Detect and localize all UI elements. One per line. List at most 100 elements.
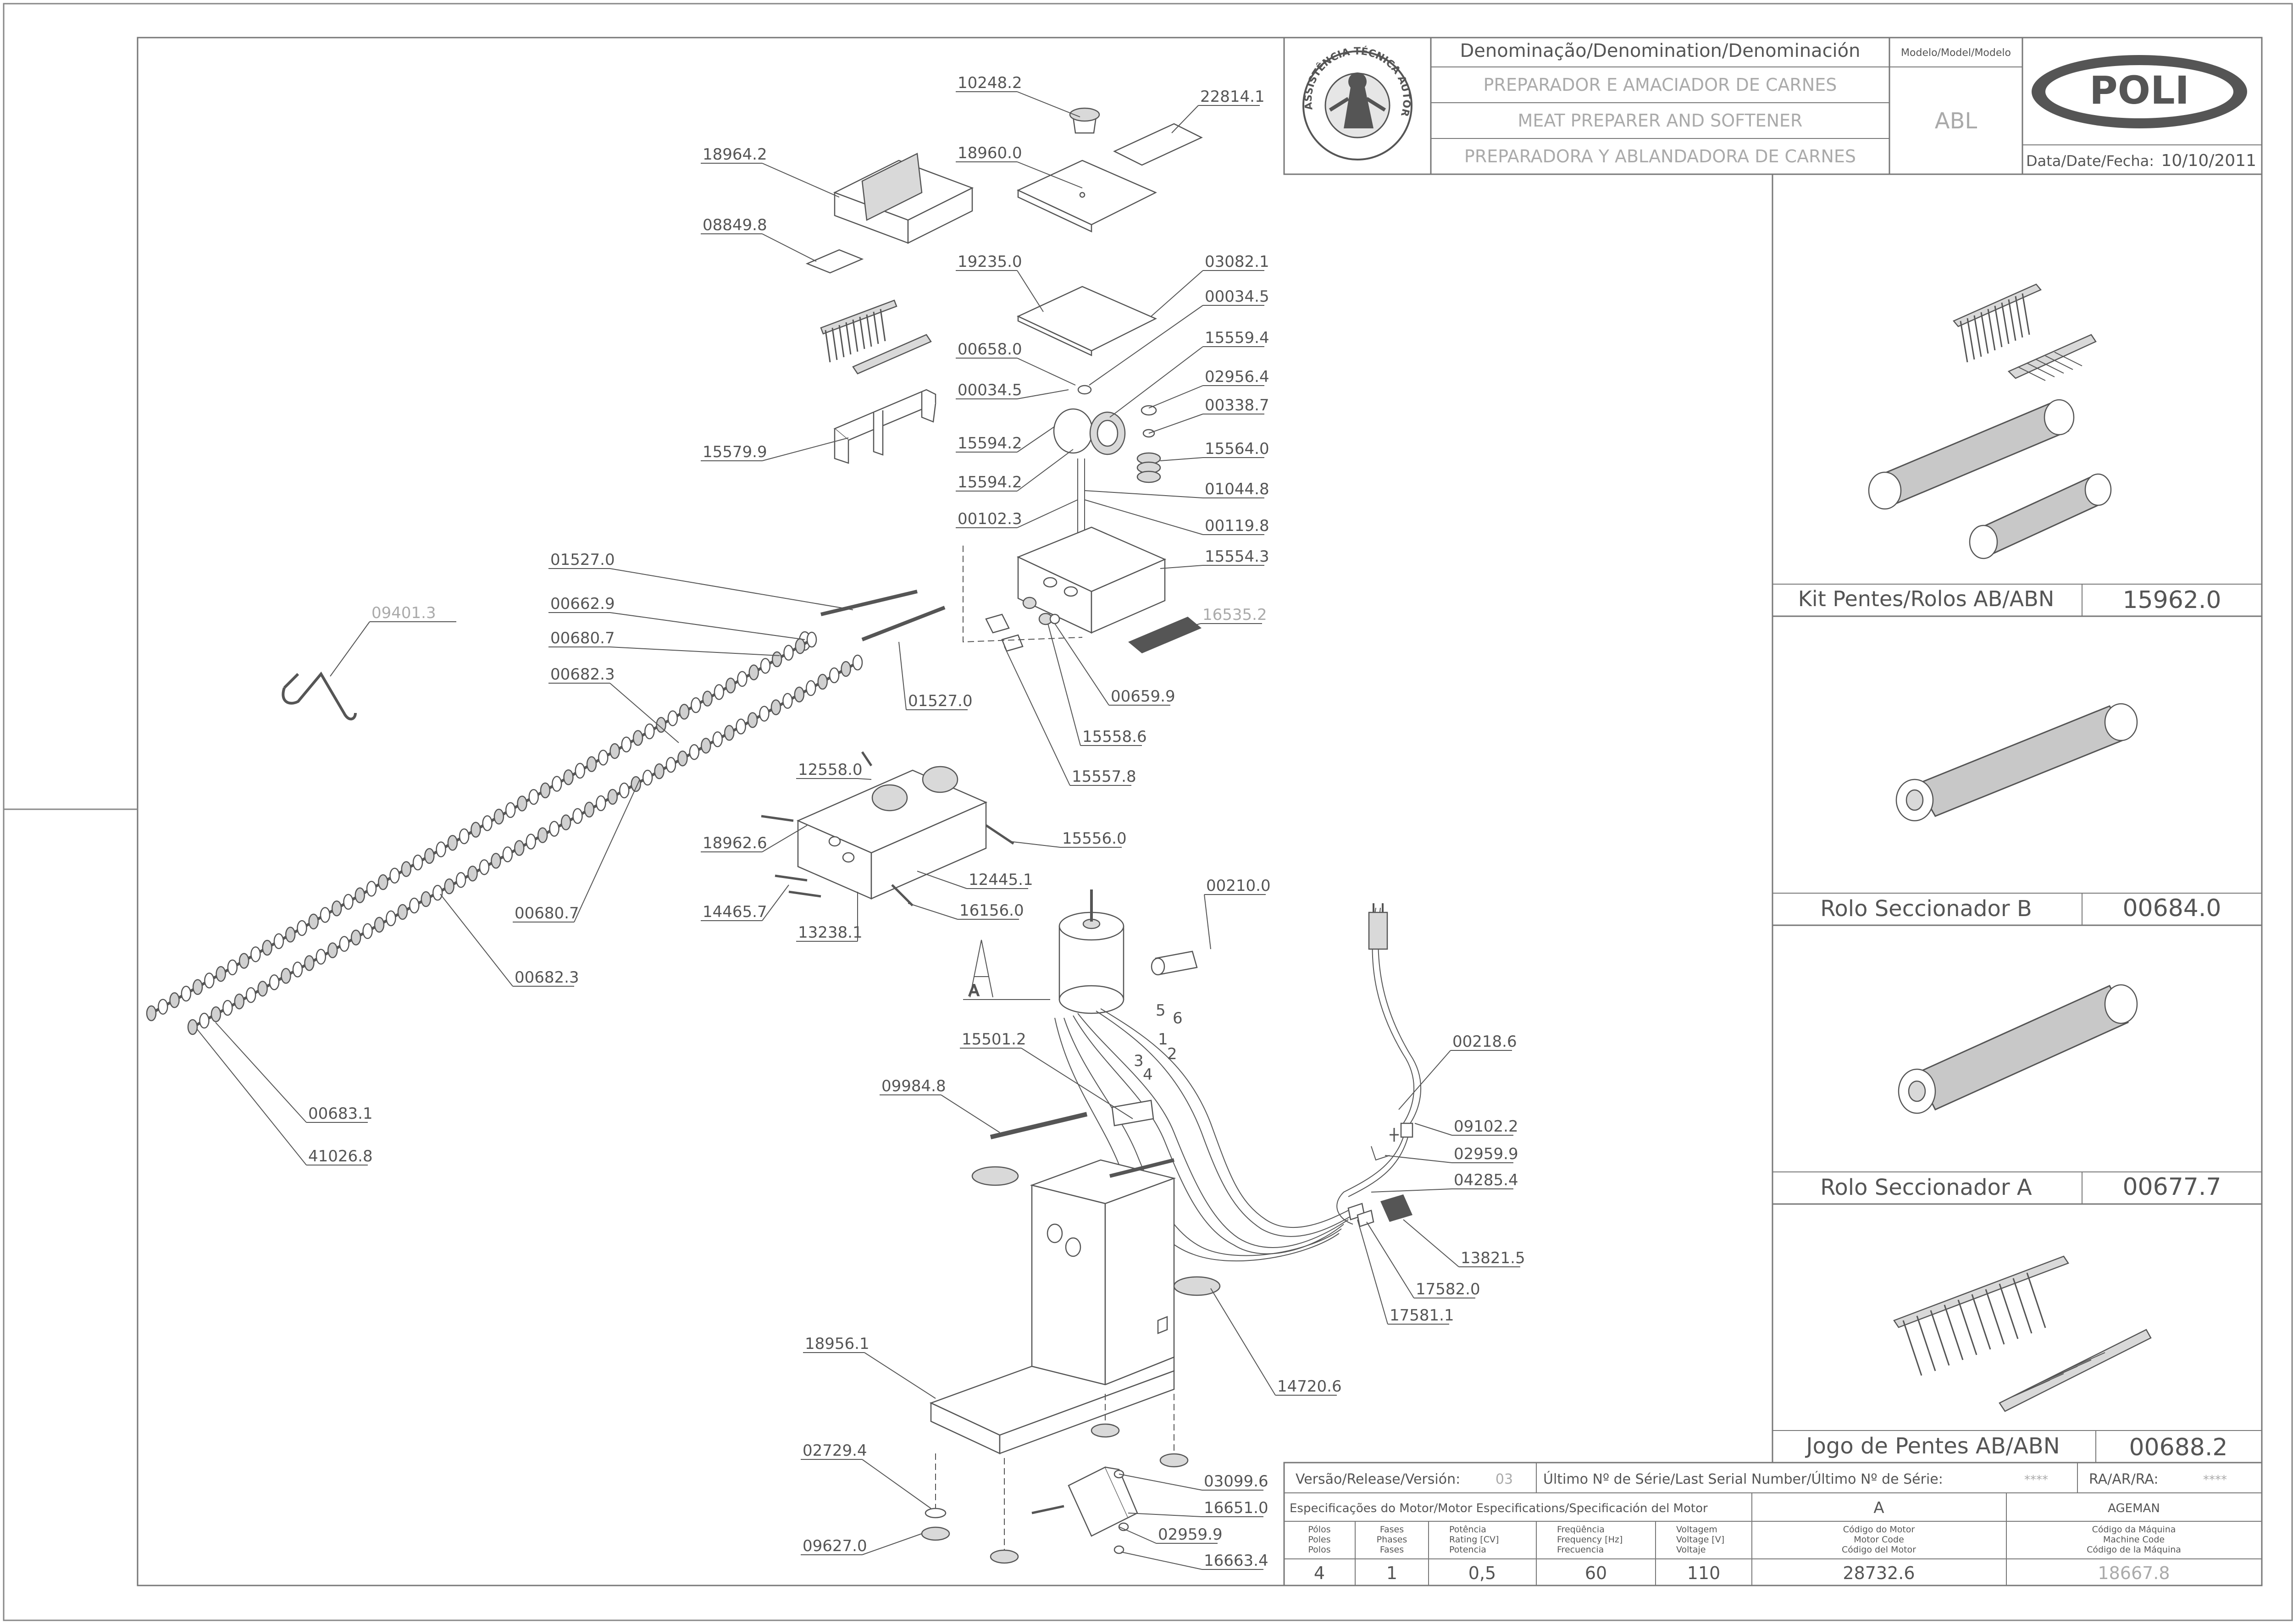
roller-disc [514,840,525,856]
roller-disc [737,671,748,687]
part-callout: 16156.0 [908,901,1024,920]
part-number-label: 18956.1 [805,1335,870,1353]
roller-disc [493,808,504,825]
svg-text:3: 3 [1134,1052,1144,1070]
roller-disc [401,861,412,877]
kit-comb-roll-illustration [1868,283,2112,559]
part-callout: 15579.9 [701,437,849,461]
part-callout: 17581.1 [1357,1219,1454,1325]
roller-disc [806,631,817,648]
part-number-label: 00662.9 [550,595,615,613]
roller-disc [204,972,215,989]
authorized-service-seal: ASSISTÊNCIA TÉCNICA AUTORIZADA [0,0,1412,160]
svg-text:Voltaje: Voltaje [1676,1545,1706,1555]
part-callout: 16663.4 [1121,1552,1268,1570]
roller-disc [421,891,432,907]
part-number-label: 15554.3 [1205,547,1269,566]
roller-disc [234,993,245,1010]
part-callout: 09984.8 [880,1077,1000,1133]
part-callout: 00662.9 [548,595,805,640]
part-number-label: 00680.7 [550,629,615,647]
part-number-label: 19235.0 [958,253,1022,271]
roller-disc [526,834,536,850]
roller-disc [598,750,609,766]
roller-disc [517,795,527,812]
part-number-label: 09401.3 [371,604,436,622]
roller-disc [691,697,701,713]
part-callout: 41026.8 [197,1029,373,1166]
part-number-label: 04285.4 [1454,1171,1518,1189]
motor-maker: AGEMAN [2108,1502,2160,1515]
roller-disc [584,801,595,818]
part-number-label: 09984.8 [881,1077,946,1095]
part-callout: 15557.8 [1004,646,1136,786]
roller-disc [771,651,782,668]
roller-disc [459,828,470,845]
svg-text:28732.6: 28732.6 [1843,1563,1915,1583]
roller-disc [656,717,666,733]
svg-text:Pólos: Pólos [1308,1525,1330,1535]
name-pt: PREPARADOR E AMACIADOR DE CARNES [1484,75,1837,95]
part-callout: 01527.0 [898,641,973,710]
roller-disc [304,955,315,971]
part-number-label: 16651.0 [1204,1499,1268,1517]
roller-disc [852,654,863,671]
ra-value: **** [2203,1473,2227,1487]
roller-disc [829,667,840,684]
part-number-label: 02959.9 [1454,1145,1518,1163]
roller-disc [607,789,618,805]
version-label: Versão/Release/Versión: [1296,1471,1460,1487]
svg-text:Código del Motor: Código del Motor [1842,1545,1916,1555]
kit-code-1: 15962.0 [2122,586,2221,614]
part-number-label: 02729.4 [803,1442,867,1460]
part-callout: 15556.0 [1008,829,1127,848]
roller-disc [631,776,641,792]
cutting-rollers [146,631,863,1035]
part-number-label: 00682.3 [550,665,615,684]
svg-text:Poles: Poles [1308,1535,1330,1545]
roller-disc [575,762,585,779]
kit-panels: Kit Pentes/Rolos AB/ABN 15962.0 Rolo Sec… [1772,174,2262,1464]
part-number-label: 15564.0 [1205,440,1269,458]
roller-disc [677,750,688,767]
roller-disc [689,744,700,760]
part-callout: 00210.0 [1204,877,1271,950]
roller-disc [747,712,758,728]
part-number-label: 18964.2 [703,145,767,164]
roller-disc [795,638,805,654]
svg-text:Código da Máquina: Código da Máquina [2092,1525,2176,1535]
part-number-label: 15558.6 [1082,728,1147,746]
roller-disc [491,853,501,869]
roller-disc [412,854,423,871]
roller-disc [596,795,606,812]
roller-disc [701,738,711,754]
roller-disc [339,936,349,952]
svg-text:5: 5 [1156,1001,1166,1020]
svg-text:Freqüência: Freqüência [1557,1525,1605,1535]
part-number-label: 12558.0 [798,761,863,779]
part-callout: 02729.4 [801,1442,931,1509]
svg-text:Potência: Potência [1449,1525,1486,1535]
roller-disc [841,661,851,677]
roller-disc [210,1006,222,1022]
roller-disc [227,959,238,976]
part-callout: 03099.6 [1119,1472,1268,1491]
roller-disc [537,827,548,843]
motor-spec-label: Especificações do Motor/Motor Especifica… [1290,1502,1708,1515]
kit-code-2: 00684.0 [2122,895,2221,922]
svg-text:1: 1 [1158,1030,1168,1049]
roller-disc [560,814,571,830]
part-number-label: 15594.2 [958,473,1022,492]
roller-disc [281,968,291,984]
part-callout: 00338.7 [1148,396,1269,434]
svg-text:Frecuencia: Frecuencia [1557,1545,1604,1555]
roll-b-illustration [1895,703,2138,822]
part-callout: 15594.2 [956,426,1055,453]
svg-text:4: 4 [1143,1066,1153,1084]
part-number-label: 16156.0 [959,901,1024,920]
part-number-label: 00034.5 [1205,287,1269,306]
roller-disc [725,677,736,694]
roller-disc [374,917,385,933]
part-number-label: 00682.3 [515,968,579,987]
kit-code-4: 00688.2 [2129,1434,2227,1461]
